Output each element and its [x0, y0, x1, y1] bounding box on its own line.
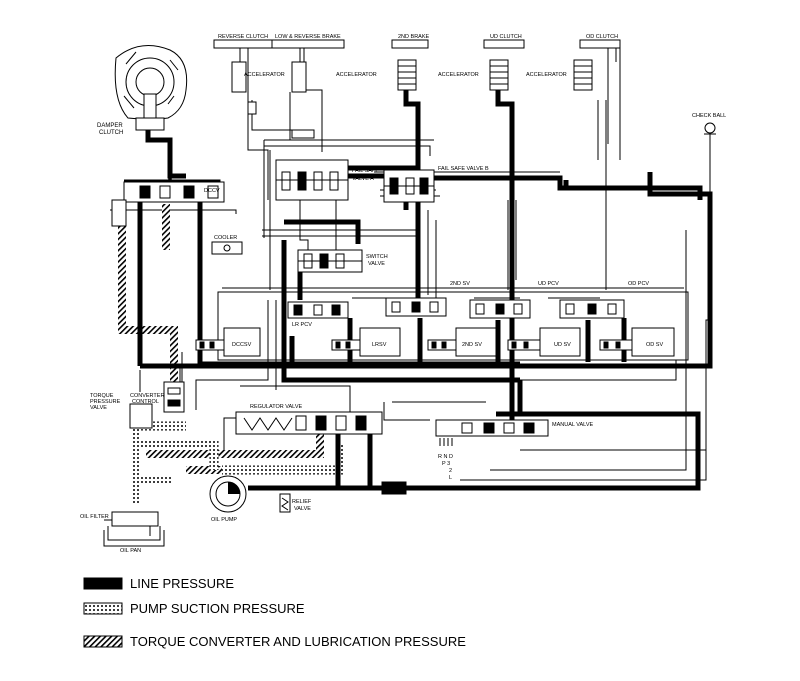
accelerator-label-4: ACCELERATOR — [526, 72, 567, 78]
oil-pan-label: OIL PAN — [120, 548, 141, 554]
legend-swatch-lube — [83, 635, 123, 648]
accelerator-label-2: ACCELERATOR — [336, 72, 377, 78]
check-ball — [704, 122, 716, 135]
regulator-valve — [235, 411, 383, 435]
cooler — [211, 241, 243, 255]
legend-item-line-pressure: LINE PRESSURE — [83, 576, 234, 591]
second-brake-label: 2ND BRAKE — [398, 34, 430, 40]
legend-swatch-suction — [83, 602, 123, 615]
torque-pressure-label-1: TORQUE — [90, 393, 114, 399]
fail-safe-valve-b — [383, 169, 435, 203]
lr-pcv-label: LR PCV — [292, 322, 312, 328]
second-sv-label: 2ND SV — [462, 342, 482, 348]
lrsv-label: LRSV — [372, 342, 387, 348]
ud-sv-label: UD SV — [554, 342, 571, 348]
damper-clutch-label-2: CLUTCH — [99, 130, 123, 136]
shift-range-l-label: L — [449, 475, 452, 481]
ud-clutch-label: UD CLUTCH — [490, 34, 522, 40]
fail-safe-a-label-1: FAIL SAFE — [352, 168, 379, 174]
dccsv-label: DCCSV — [232, 342, 252, 348]
reverse-clutch-label: REVERSE CLUTCH — [218, 34, 268, 40]
torque-pressure-label-3: VALVE — [90, 405, 107, 411]
od-clutch-label: OD CLUTCH — [586, 34, 618, 40]
cooler-label: COOLER — [214, 235, 237, 241]
shift-range-rnd-label: R N D — [438, 454, 453, 460]
fail-safe-b-label: FAIL SAFE VALVE B — [438, 166, 489, 172]
solenoid-valves — [195, 327, 675, 357]
manual-valve — [435, 419, 549, 446]
converter-control-valve — [129, 381, 185, 429]
torque-pressure-label-2: PRESSURE — [90, 399, 121, 405]
top-clutch-boxes — [213, 39, 621, 49]
check-ball-label: CHECK BALL — [692, 113, 726, 119]
switch-valve-label-1: SWITCH — [366, 254, 388, 260]
manual-valve-label: MANUAL VALVE — [552, 422, 593, 428]
fail-safe-a-label-2: VALVE A — [352, 176, 374, 182]
ud-pcv-label: UD PCV — [538, 281, 559, 287]
low-reverse-brake-label: LOW & REVERSE BRAKE — [275, 34, 341, 40]
oil-filter-label: OIL FILTER — [80, 514, 109, 520]
oil-filter-pan — [103, 511, 165, 547]
dccv-valve — [111, 181, 225, 227]
pcv-valves — [287, 297, 625, 319]
relief-valve-label-2: VALVE — [294, 506, 311, 512]
od-pcv-label: OD PCV — [628, 281, 649, 287]
legend-label-line: LINE PRESSURE — [130, 576, 234, 591]
damper-clutch-label-1: DAMPER — [97, 123, 123, 129]
dccv-label: DCCV — [204, 188, 220, 194]
fail-safe-valve-a — [275, 159, 349, 201]
shift-range-p3-label: P 3 — [442, 461, 450, 467]
relief-valve — [279, 493, 291, 513]
converter-control-label-2: CONTROL — [132, 399, 159, 405]
legend-swatch-line — [83, 577, 123, 590]
legend-label-suction: PUMP SUCTION PRESSURE — [130, 601, 305, 616]
switch-valve-label-2: VALVE — [368, 261, 385, 267]
legend-item-suction: PUMP SUCTION PRESSURE — [83, 601, 305, 616]
second-sv-title-label: 2ND SV — [450, 281, 470, 287]
legend: LINE PRESSURE PUMP SUCTION PRESSURE TORQ… — [83, 576, 466, 649]
relief-valve-label-1: RELIEF — [292, 499, 312, 505]
damper-clutch — [114, 45, 188, 131]
accelerator-units — [231, 59, 593, 139]
legend-label-lube: TORQUE CONVERTER AND LUBRICATION PRESSUR… — [130, 634, 466, 649]
oil-pump-label: OIL PUMP — [211, 517, 237, 523]
switch-valve — [297, 249, 363, 273]
converter-control-label-1: CONVERTER — [130, 393, 164, 399]
legend-item-lube: TORQUE CONVERTER AND LUBRICATION PRESSUR… — [83, 634, 466, 649]
od-sv-label: OD SV — [646, 342, 663, 348]
accelerator-label-1: ACCELERATOR — [244, 72, 285, 78]
regulator-valve-label: REGULATOR VALVE — [250, 404, 302, 410]
shift-range-2-label: 2 — [449, 468, 452, 474]
oil-pump — [209, 475, 247, 513]
accelerator-label-3: ACCELERATOR — [438, 72, 479, 78]
